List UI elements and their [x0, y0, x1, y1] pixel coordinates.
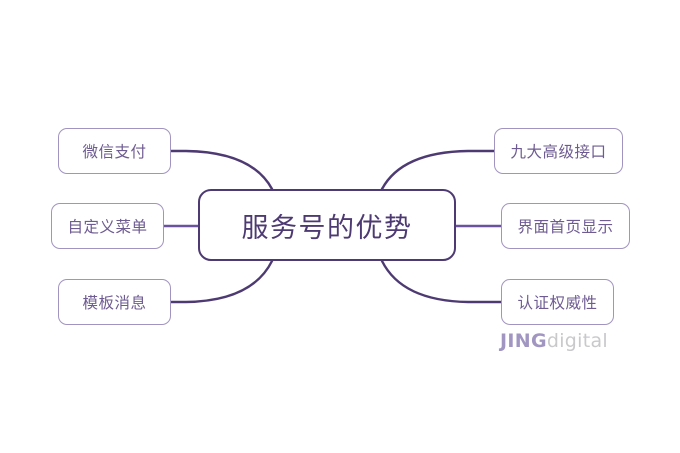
branch-node-certification-authority[interactable]: 认证权威性 [501, 279, 614, 325]
center-node[interactable]: 服务号的优势 [198, 189, 456, 261]
branch-node-template-message[interactable]: 模板消息 [58, 279, 171, 325]
center-node-label: 服务号的优势 [241, 212, 413, 244]
branch-node-label: 模板消息 [82, 294, 147, 312]
connector-right-top [380, 149, 496, 191]
connector-right-bottom [380, 259, 503, 304]
connector-left-top [169, 149, 274, 191]
watermark-brand-bold: JING [500, 330, 547, 352]
branch-node-custom-menu[interactable]: 自定义菜单 [51, 203, 164, 249]
branch-node-label: 九大高级接口 [510, 143, 607, 161]
branch-node-label: 微信支付 [82, 143, 147, 161]
branch-node-homepage-display[interactable]: 界面首页显示 [501, 203, 630, 249]
branch-node-wechat-pay[interactable]: 微信支付 [58, 128, 171, 174]
watermark-logo: JINGdigital [500, 330, 608, 352]
connector-left-bottom [169, 259, 274, 304]
branch-node-label: 认证权威性 [517, 294, 598, 312]
branch-node-nine-advanced-interfaces[interactable]: 九大高级接口 [494, 128, 623, 174]
branch-node-label: 自定义菜单 [67, 218, 148, 236]
watermark-brand-light: digital [546, 330, 608, 352]
branch-node-label: 界面首页显示 [517, 218, 614, 236]
